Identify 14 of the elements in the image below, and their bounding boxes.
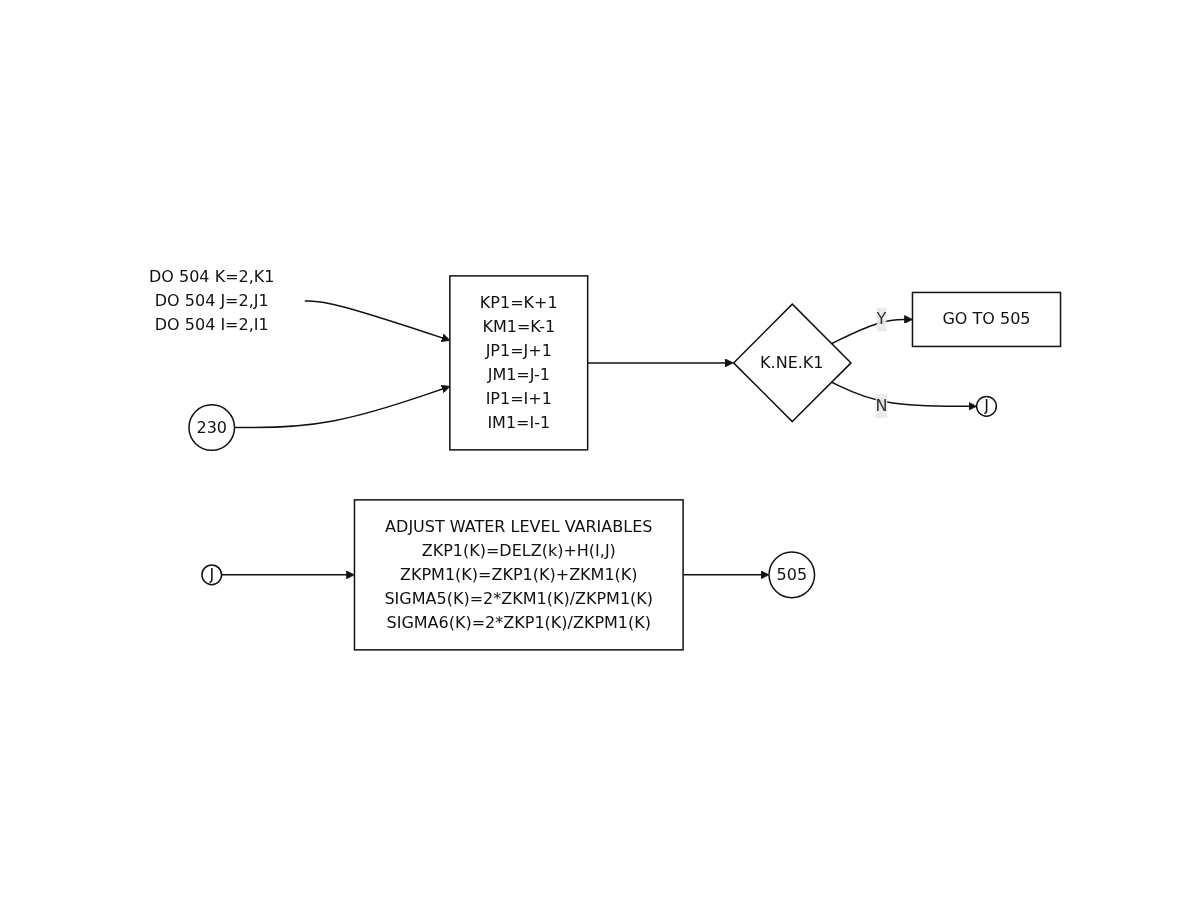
node-text: DO 504 K=2,K1 DO 504 J=2,J1 DO 504 I=2,I1 [149,267,275,335]
arrow [587,358,734,368]
node-box: KP1=K+1 KM1=K-1 JP1=J+1 JM1=J-1 IP1=I+1 IM1=I-1 [449,275,589,451]
node-box: GO TO 505 [911,291,1062,348]
arrow [234,384,451,429]
edge-label: Y [876,309,887,329]
node-circle: J [976,395,998,417]
arrow [303,300,451,343]
node-circle: 505 [768,551,816,599]
node-circle: 230 [188,404,236,452]
node-diamond: K.NE.K1 [732,303,853,423]
edge-label: N [875,396,888,416]
node-box: ADJUST WATER LEVEL VARIABLES ZKP1(K)=DELZ(k)+H(I,J) ZKPM1(K)=ZKP1(K)+ZKM1(K) SIGMA5(K)=2*ZKM1(K)/ZKPM1(K) SIGMA6(K)=2*ZKP1(K)/ZKPM1(K) [353,499,685,651]
node-circle: J [201,564,223,586]
